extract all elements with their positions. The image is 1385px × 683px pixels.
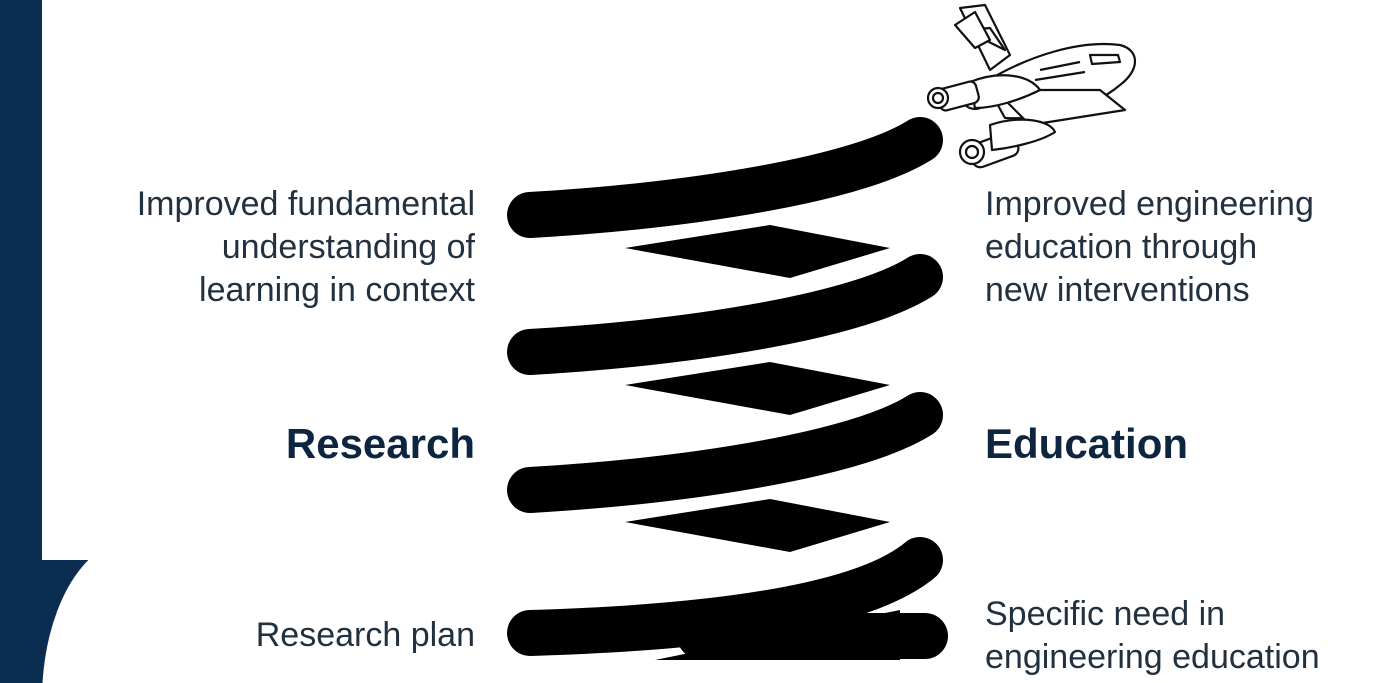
specific-need-label: Specific need in engineering education bbox=[985, 595, 1320, 676]
spring-back-segment-1 bbox=[625, 225, 890, 278]
education-heading: Education bbox=[985, 420, 1189, 467]
spring-coil-2 bbox=[507, 254, 943, 375]
spring-back-segment-2 bbox=[625, 362, 890, 415]
research-heading: Research bbox=[285, 420, 475, 467]
spring-back-segment-3 bbox=[625, 499, 890, 552]
research-outcome-label: Improved fundamental understanding of le… bbox=[136, 185, 475, 309]
spring-coil-top bbox=[507, 117, 943, 238]
research-plan-label: Research plan bbox=[255, 616, 475, 654]
education-outcome-label: Improved engineering education through n… bbox=[985, 185, 1314, 309]
spring-coils bbox=[507, 117, 948, 659]
spring-coil-3 bbox=[507, 392, 943, 513]
space-shuttle-icon bbox=[926, 3, 1136, 169]
